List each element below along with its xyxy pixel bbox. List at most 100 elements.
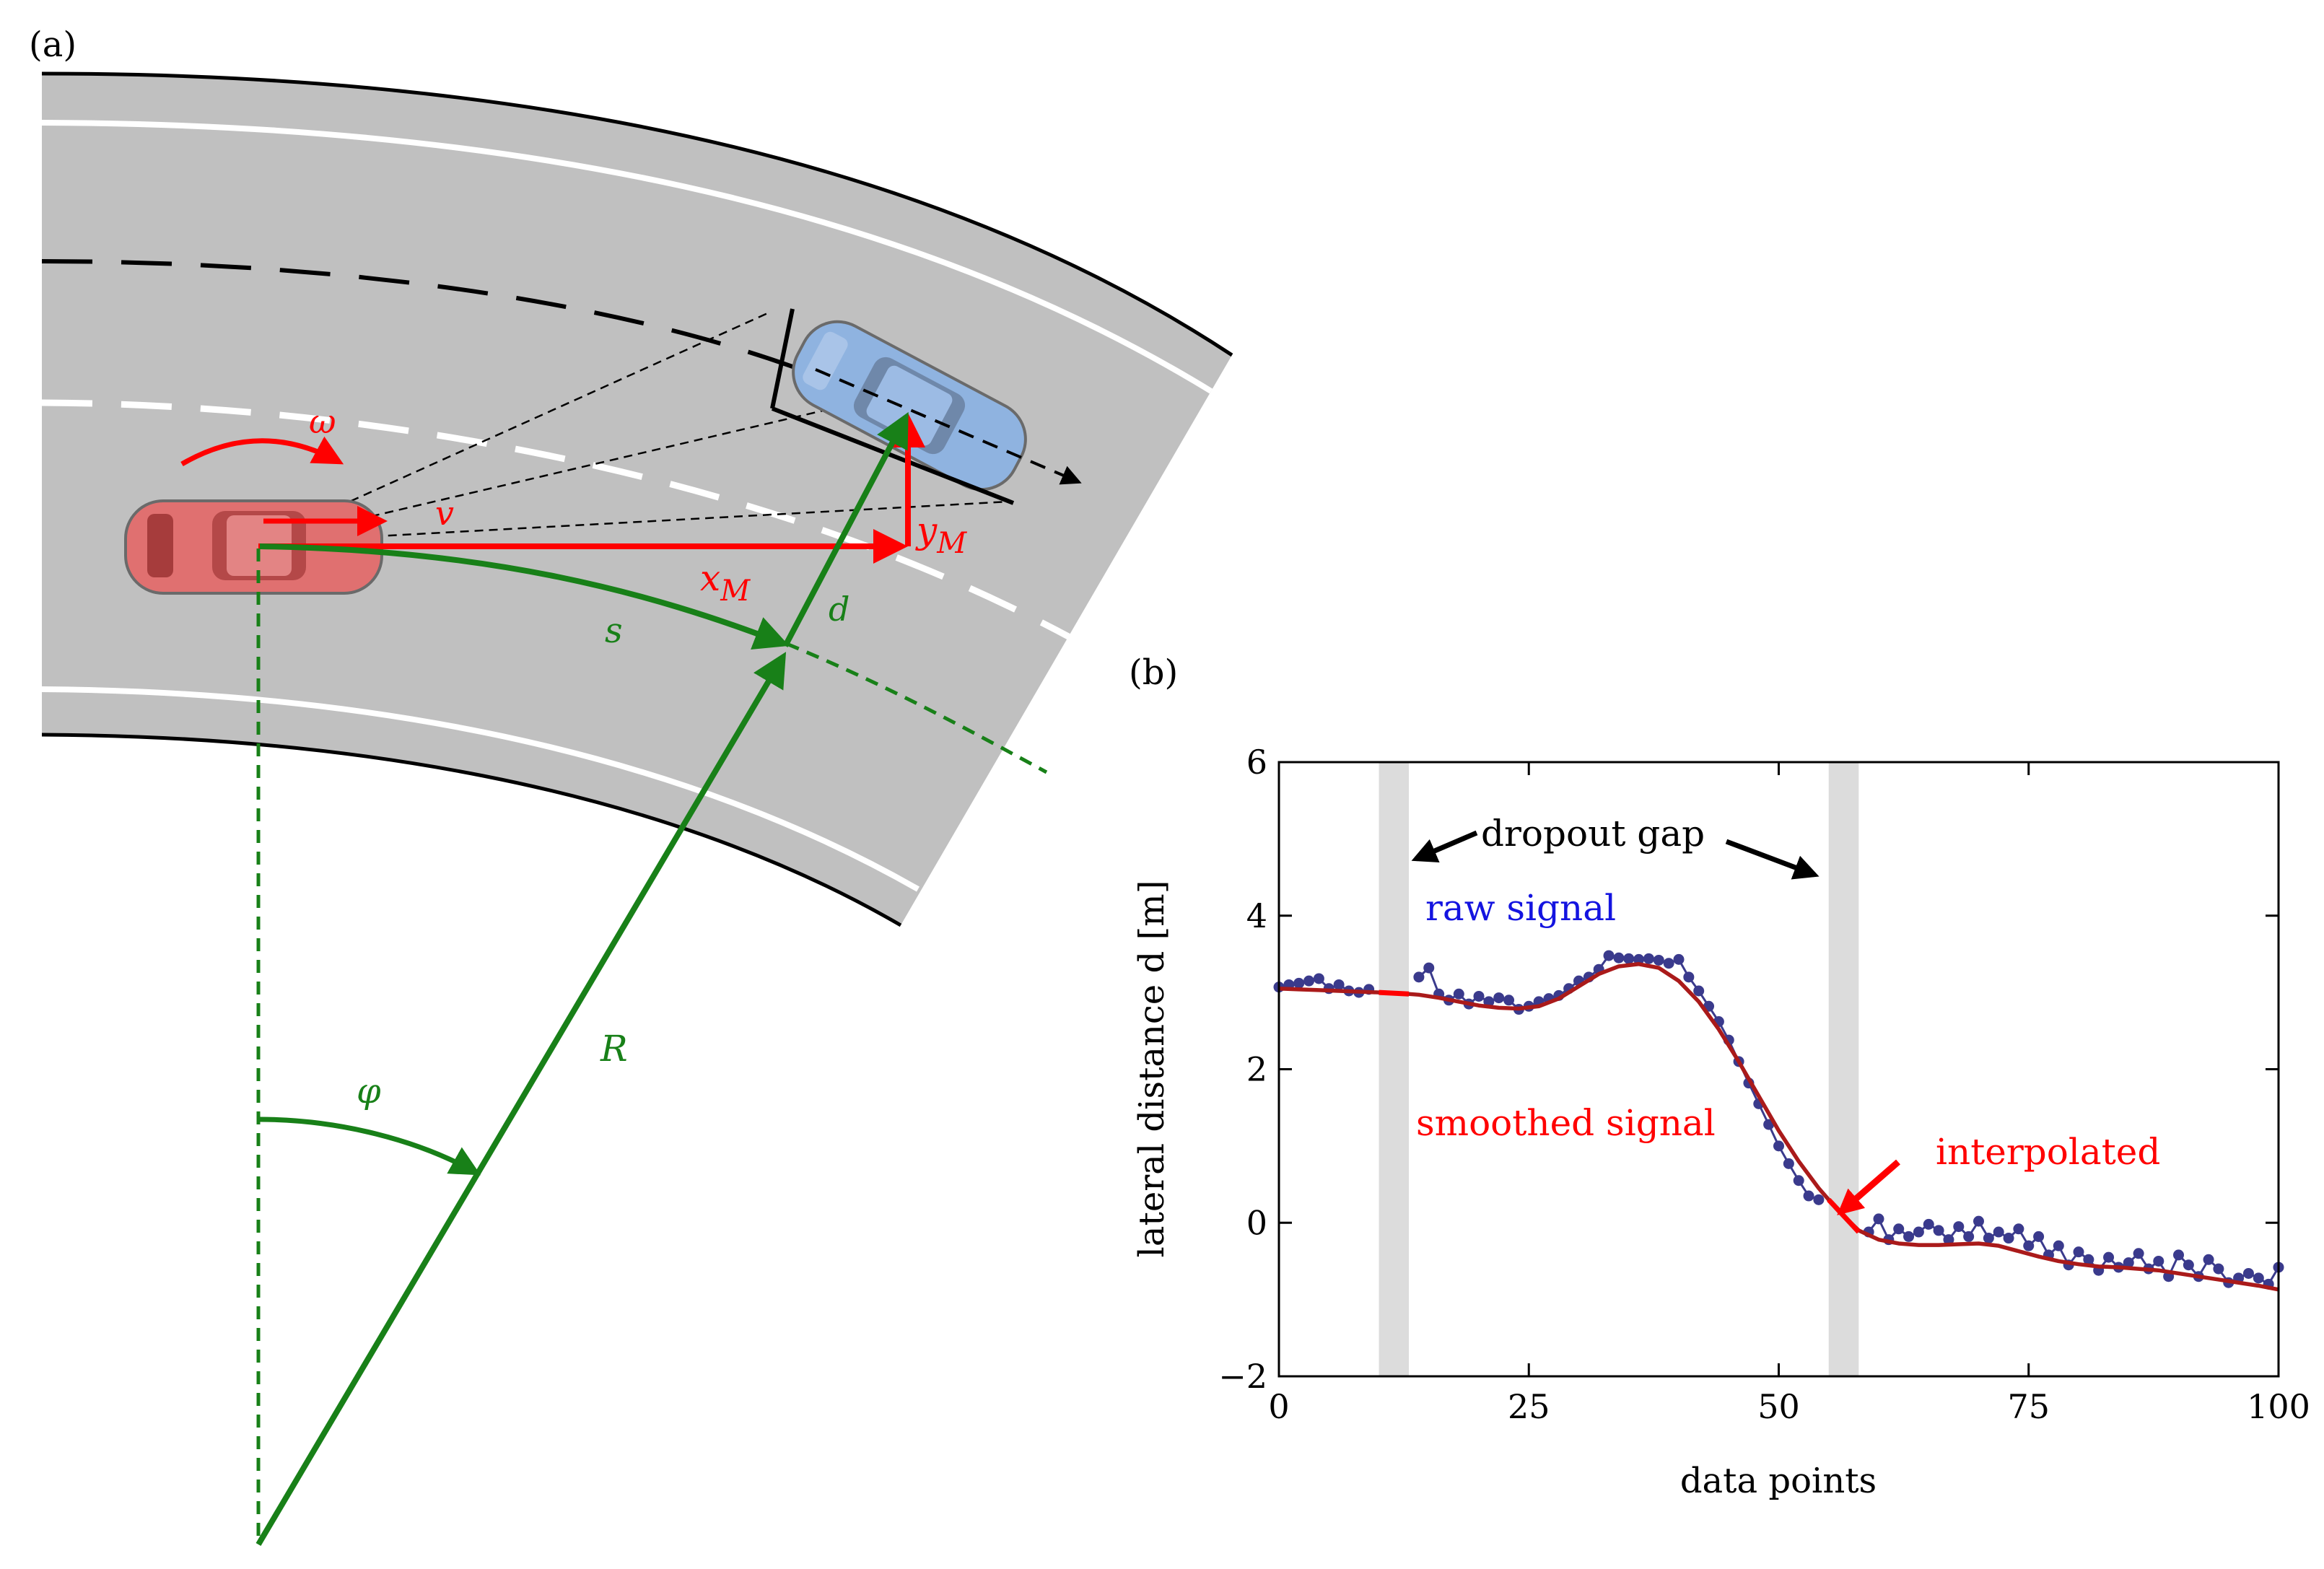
x-axis-label: data points xyxy=(1680,1461,1877,1501)
panel-a: (a) xyxy=(29,25,1233,1547)
road-left-boundary-line xyxy=(41,686,919,892)
road-outer-edge xyxy=(41,71,1233,357)
lane-divider-black-dashed xyxy=(41,259,853,392)
interpolated-arrow xyxy=(1837,1159,1900,1215)
raw-signal-point xyxy=(1423,962,1435,974)
frenet-frame: s R d φ xyxy=(255,411,1048,1547)
raw-signal-point xyxy=(2123,1257,2134,1269)
raw-signal-point xyxy=(2023,1240,2035,1251)
raw-signal-point xyxy=(1673,953,1685,965)
y-tick-label: 6 xyxy=(1246,743,1267,782)
road-right-boundary-line xyxy=(41,120,1213,394)
x-tick-label: 0 xyxy=(1268,1387,1289,1426)
raw-signal-point xyxy=(1913,1226,1924,1238)
x-tick-label: 75 xyxy=(2007,1387,2050,1426)
target-bbox-edge-long xyxy=(771,406,1015,505)
raw-signal-point xyxy=(2053,1240,2064,1251)
lane-divider-white-dashed xyxy=(41,399,1075,642)
target-vehicle xyxy=(792,320,1027,491)
raw-signal-point xyxy=(1903,1231,1915,1242)
raw-signal-label: raw signal xyxy=(1425,887,1616,929)
raw-signal-point xyxy=(2213,1263,2224,1275)
panel-b-label: (b) xyxy=(1129,652,1178,693)
raw-signal-point xyxy=(2013,1223,2024,1235)
radius-R-line xyxy=(255,652,787,1547)
interpolated-series xyxy=(1379,989,1861,1234)
raw-signal-point xyxy=(1453,988,1464,1000)
raw-signal-point xyxy=(2033,1231,2045,1242)
y-tick-label: 2 xyxy=(1246,1050,1267,1089)
smoothed-signal-label: smoothed signal xyxy=(1416,1102,1716,1144)
phi-label: φ xyxy=(357,1071,381,1111)
raw-signal-point xyxy=(2153,1255,2164,1267)
chart-annotations: dropout gap raw signal smoothed signal i… xyxy=(1411,813,2160,1215)
ego-vehicle xyxy=(124,499,383,595)
raw-signal-point xyxy=(1633,953,1645,965)
x-tick-label: 50 xyxy=(1757,1387,1800,1426)
dropout-gap-left-arrow xyxy=(1411,830,1478,863)
smoothed-signal-line xyxy=(1278,962,2279,1292)
d-arrow xyxy=(782,411,909,647)
raw-signal-point xyxy=(1413,971,1425,983)
raw-signal-point xyxy=(1473,990,1485,1002)
raw-signal-point xyxy=(1313,973,1324,984)
raw-signal-point xyxy=(1793,1175,1804,1186)
raw-signal-point xyxy=(1493,992,1505,1004)
interpolated-segment-2 xyxy=(1827,1197,1861,1234)
raw-signal-point xyxy=(2083,1254,2094,1265)
raw-signal-point xyxy=(1693,985,1705,997)
x-tick-label: 100 xyxy=(2247,1387,2310,1426)
raw-signal-point xyxy=(1923,1218,1934,1230)
dropout-gap-label: dropout gap xyxy=(1481,813,1705,855)
d-label: d xyxy=(829,590,849,629)
raw-signal-point xyxy=(1803,1190,1814,1202)
omega-arrow xyxy=(180,436,344,467)
dropout-gap-band-1 xyxy=(1379,762,1410,1376)
y-tick-label: 4 xyxy=(1246,896,1267,935)
raw-signal-point xyxy=(1943,1234,1954,1246)
raw-signal-point xyxy=(1973,1215,1984,1227)
y-tick-label: −2 xyxy=(1218,1357,1267,1396)
s-label: s xyxy=(605,611,623,651)
R-label: R xyxy=(600,1028,628,1070)
raw-signal-point xyxy=(1663,958,1674,969)
raw-signal-point xyxy=(1953,1221,1965,1233)
raw-signal-point xyxy=(1643,953,1654,964)
smoothed-signal-series xyxy=(1278,962,2279,1292)
raw-signal-point xyxy=(1603,950,1615,961)
gap-bands xyxy=(1379,762,1859,1376)
phi-arc-arrow xyxy=(258,1116,481,1176)
y-tick-label: 0 xyxy=(1246,1203,1267,1242)
raw-signal-point xyxy=(1963,1231,1975,1242)
raw-signal-point xyxy=(1333,979,1345,990)
interpolated-segment-1 xyxy=(1379,989,1410,997)
road-inner-edge xyxy=(41,733,902,927)
raw-signal-point xyxy=(2173,1249,2184,1261)
s-arc-arrow xyxy=(259,543,790,650)
raw-signal-point xyxy=(1983,1233,1994,1244)
target-bbox-edge xyxy=(770,308,795,409)
raw-signal-point xyxy=(1503,995,1515,1006)
raw-signal-point xyxy=(2203,1254,2214,1265)
dropout-gap-right-arrow xyxy=(1725,839,1820,880)
raw-signal-point xyxy=(1813,1194,1825,1205)
raw-signal-point xyxy=(1613,952,1625,963)
raw-signal-point xyxy=(2073,1246,2084,1258)
raw-signal-point xyxy=(1683,971,1695,983)
raw-signal-point xyxy=(1303,975,1315,987)
x-tick-label: 25 xyxy=(1508,1387,1550,1426)
panel-a-label: (a) xyxy=(29,25,77,65)
kinematics: ω v xM yM xyxy=(180,402,967,608)
raw-signal-point xyxy=(1783,1158,1794,1169)
raw-signal-point xyxy=(2183,1259,2194,1271)
raw-signal-point xyxy=(2133,1248,2144,1259)
raw-signal-point xyxy=(2103,1251,2115,1263)
raw-signal-point xyxy=(1893,1223,1905,1235)
xm-label: xM xyxy=(700,557,751,608)
raw-signal-point xyxy=(1773,1140,1784,1152)
raw-signal-point xyxy=(1993,1226,2004,1238)
raw-signal-point xyxy=(1293,977,1305,989)
raw-signal-point xyxy=(1653,954,1664,966)
